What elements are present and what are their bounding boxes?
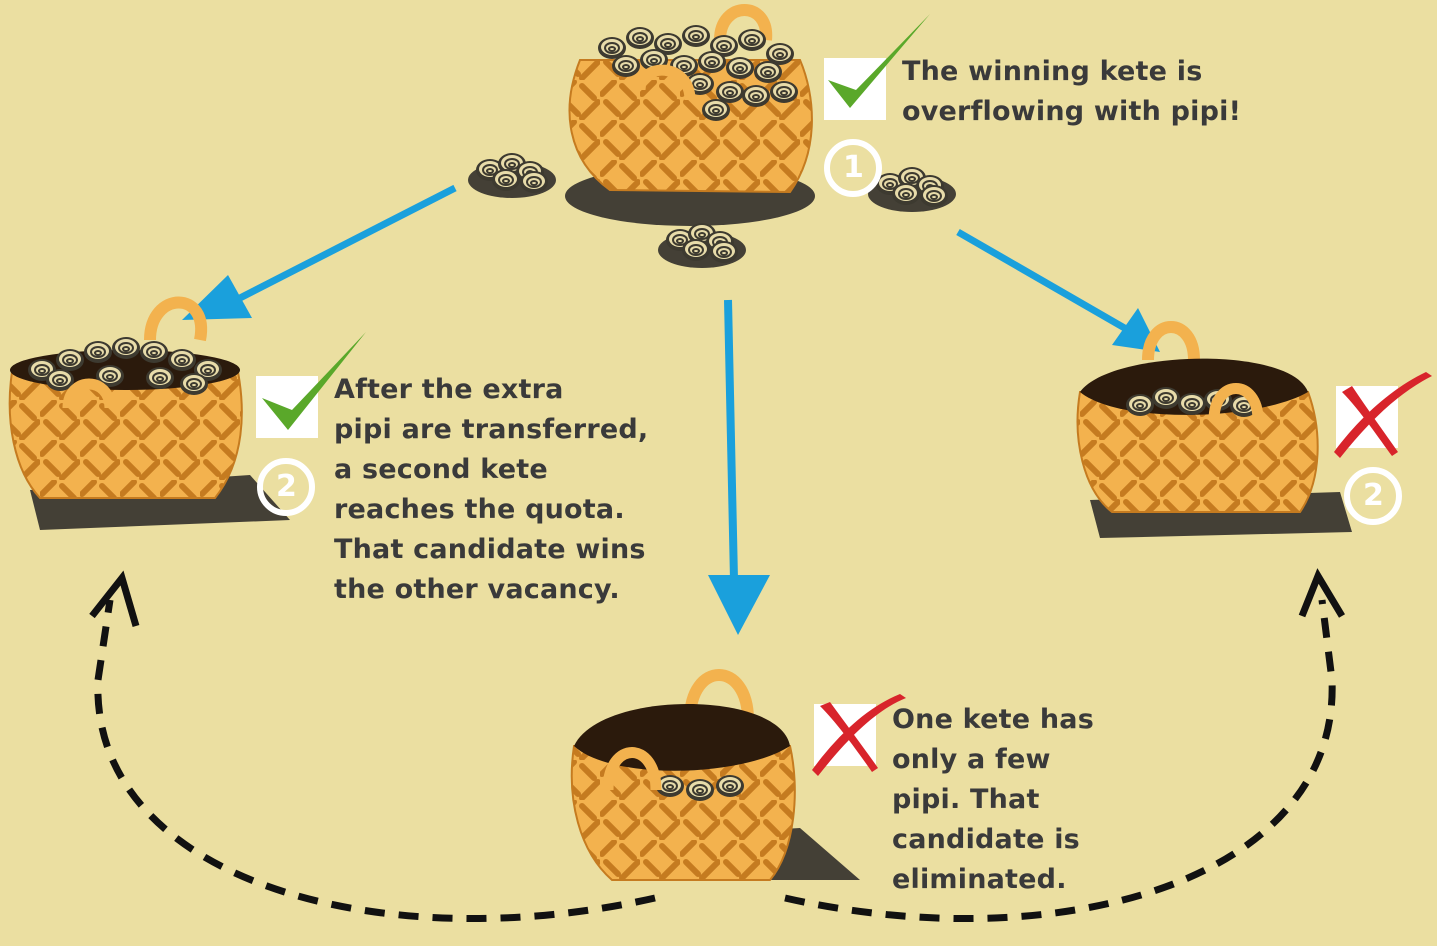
transfer-caption-line: That candidate wins [334,530,648,570]
eliminated-caption-line: pipi. That [892,780,1094,820]
cross-icon [1334,372,1432,458]
eliminated-caption-line: eliminated. [892,860,1094,900]
eliminated-caption-line: One kete has [892,700,1094,740]
winner-basket [565,10,815,226]
second-winner-basket [10,303,290,531]
winner-caption-line: overflowing with pipi! [902,92,1241,132]
winner-caption: The winning kete is overflowing with pip… [902,52,1241,132]
transfer-caption-line: the other vacancy. [334,570,648,610]
eliminated-caption-line: candidate is [892,820,1094,860]
eliminated-caption-line: only a few [892,740,1094,780]
eliminated-caption: One kete has only a few pipi. That candi… [892,700,1094,900]
transfer-caption-line: After the extra [334,370,648,410]
badge-2-number-left: 2 [276,467,297,507]
badge-1-number: 1 [843,148,864,188]
right-basket [1078,327,1352,538]
badge-2-number-right: 2 [1363,476,1384,516]
winner-caption-line: The winning kete is [902,52,1241,92]
transfer-caption-line: reaches the quota. [334,490,648,530]
transfer-caption-line: pipi are transferred, [334,410,648,450]
transfer-caption: After the extra pipi are transferred, a … [334,370,648,610]
transfer-caption-line: a second kete [334,450,648,490]
